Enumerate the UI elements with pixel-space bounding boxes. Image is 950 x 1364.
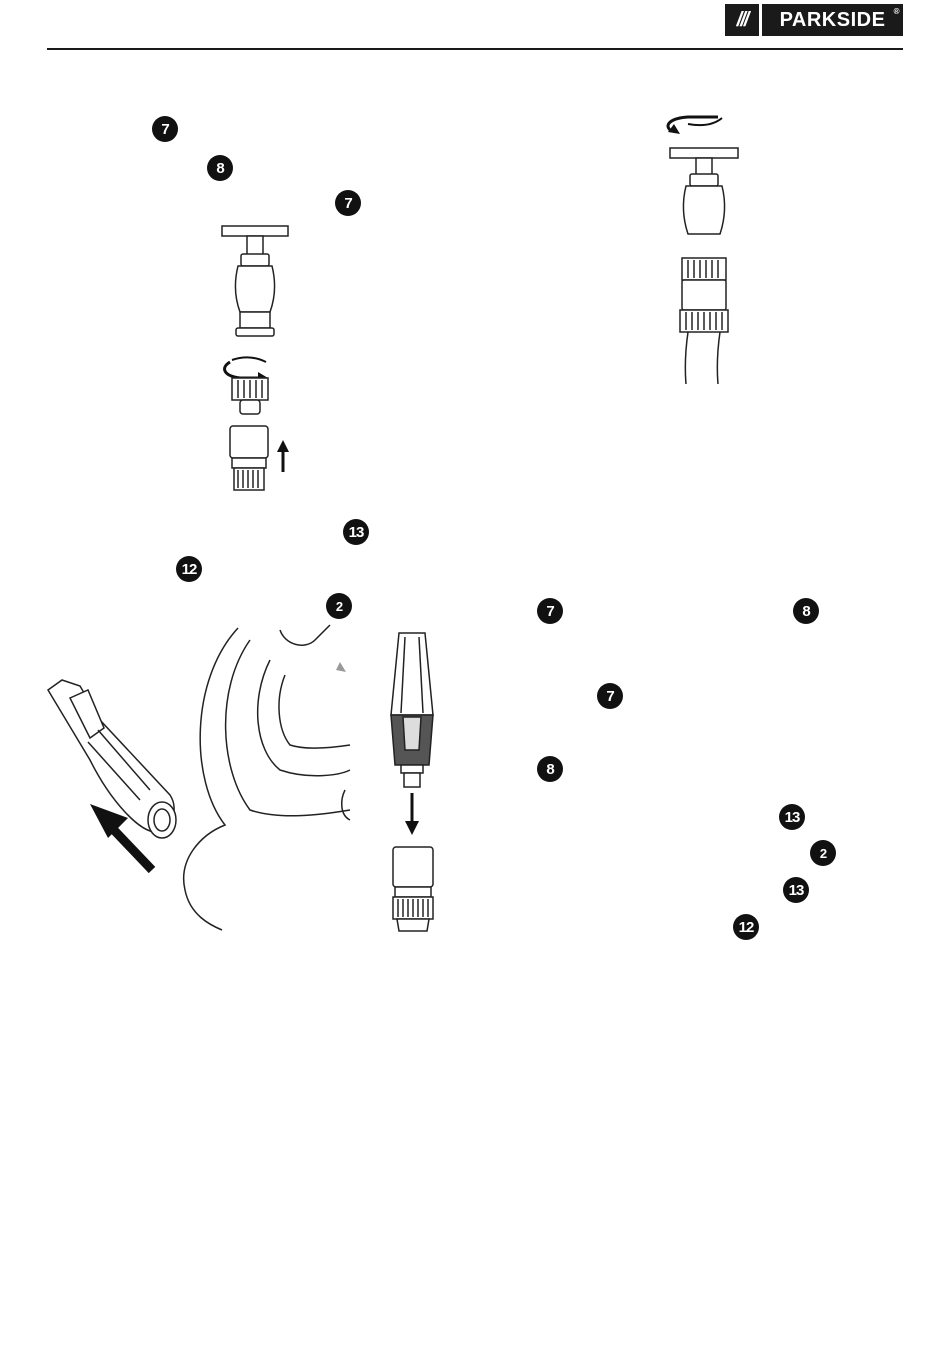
callout-2: 2 <box>810 840 836 866</box>
callout-8: 8 <box>207 155 233 181</box>
nozzle-storage-figure <box>40 620 355 935</box>
callout-7: 7 <box>537 598 563 624</box>
logo-slashes: /// <box>725 4 759 36</box>
callout-12: 12 <box>176 556 202 582</box>
tap-hose-connected-figure <box>660 110 750 390</box>
spray-nozzle-attach-figure <box>383 625 443 935</box>
callout-7: 7 <box>597 683 623 709</box>
callout-12: 12 <box>733 914 759 940</box>
callout-13: 13 <box>343 519 369 545</box>
callout-8: 8 <box>793 598 819 624</box>
logo-brand-name: PARKSIDE <box>780 9 886 32</box>
parkside-logo: /// PARKSIDE ® <box>725 4 903 36</box>
callout-13: 13 <box>783 877 809 903</box>
tap-connector-assembly-figure <box>210 220 310 500</box>
logo-registered-mark: ® <box>894 7 900 16</box>
callout-7: 7 <box>152 116 178 142</box>
callout-8: 8 <box>537 756 563 782</box>
callout-13: 13 <box>779 804 805 830</box>
logo-wordmark: PARKSIDE ® <box>762 4 903 36</box>
header-rule <box>47 48 903 50</box>
callout-2: 2 <box>326 593 352 619</box>
callout-7: 7 <box>335 190 361 216</box>
